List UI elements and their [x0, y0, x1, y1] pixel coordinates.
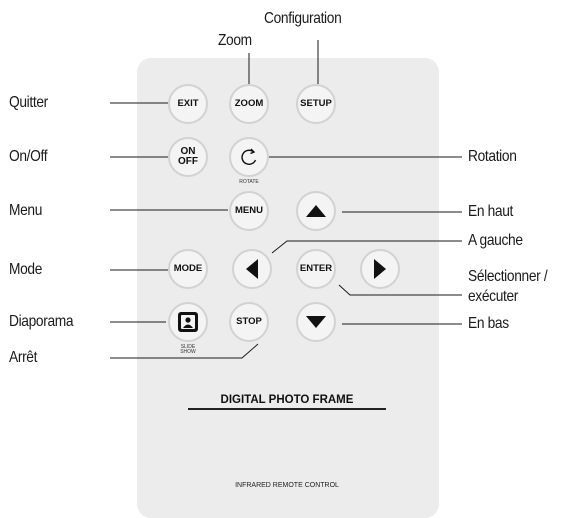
callout-configuration: Configuration [264, 10, 342, 27]
mode-button[interactable]: MODE [168, 249, 208, 289]
up-button[interactable] [296, 191, 336, 231]
callout-onoff: On/Off [9, 148, 48, 165]
on-label: ON [180, 146, 196, 157]
line-a-gauche [271, 240, 462, 254]
slide-sublabel: SLIDE [180, 344, 196, 350]
stop-button[interactable]: STOP [229, 302, 269, 342]
slideshow-button[interactable] [168, 302, 208, 342]
line-selectionner [338, 284, 462, 296]
arrow-left-icon [246, 259, 258, 279]
rotate-button[interactable] [229, 137, 269, 177]
arrow-down-icon [306, 316, 326, 328]
callout-executer: exécuter [468, 288, 519, 305]
rotate-sublabel: ROTATE [239, 179, 259, 185]
setup-button[interactable]: SETUP [296, 84, 336, 124]
enter-button[interactable]: ENTER [296, 249, 336, 289]
callout-diaporama: Diaporama [9, 313, 74, 330]
rotate-icon [241, 148, 257, 165]
exit-button[interactable]: EXIT [168, 84, 208, 124]
brand-underline [188, 408, 386, 410]
callout-en-bas: En bas [468, 315, 509, 332]
callout-rotation: Rotation [468, 148, 517, 165]
menu-button[interactable]: MENU [229, 191, 269, 231]
callout-menu: Menu [9, 202, 43, 219]
zoom-button[interactable]: ZOOM [229, 84, 269, 124]
off-label: OFF [178, 156, 198, 167]
callout-arret: Arrêt [9, 349, 38, 366]
down-button[interactable] [296, 302, 336, 342]
slideshow-icon [178, 312, 198, 332]
line-arret [110, 343, 259, 359]
on-off-button[interactable]: ON OFF [168, 137, 208, 177]
footer-label: INFRARED REMOTE CONTROL [235, 482, 339, 489]
callout-en-haut: En haut [468, 203, 514, 220]
left-button[interactable] [232, 249, 272, 289]
callout-zoom: Zoom [218, 32, 252, 49]
right-button[interactable] [360, 249, 400, 289]
arrow-up-icon [306, 205, 326, 217]
callout-a-gauche: A gauche [468, 232, 523, 249]
brand-title: DIGITAL PHOTO FRAME [220, 394, 354, 406]
callout-quitter: Quitter [9, 94, 48, 111]
callout-mode: Mode [9, 261, 43, 278]
arrow-right-icon [374, 259, 386, 279]
callout-selectionner: Sélectionner / [468, 268, 548, 285]
show-sublabel: SHOW [180, 349, 196, 355]
slideshow-sublabel: SLIDE SHOW [168, 345, 208, 355]
